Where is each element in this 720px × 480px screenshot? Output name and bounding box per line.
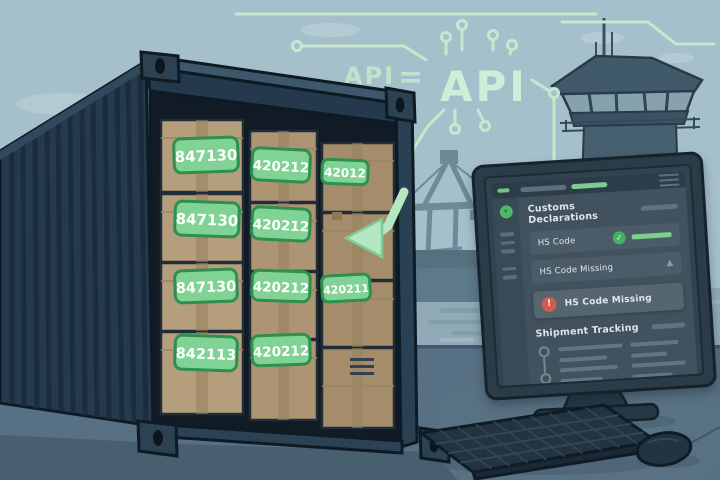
svg-text:420212: 420212 [252, 217, 309, 236]
heading-skeleton-pill [640, 203, 678, 211]
hs-code-label: 42012 [320, 157, 370, 187]
toolbar-accent-dash [497, 188, 510, 193]
customs-app-window: ▾ Customs Declarations HS Code ✓ [490, 171, 698, 386]
hs-code-missing-label: HS Code Missing [539, 262, 614, 277]
corrugation [9, 65, 149, 425]
svg-text:420211: 420211 [323, 282, 370, 297]
svg-text:420212: 420212 [252, 158, 309, 177]
sidebar-skeleton-bar [502, 274, 517, 280]
box-vent-lines [350, 358, 374, 375]
valid-progress-bar [631, 232, 672, 240]
timeline-connector [543, 357, 547, 374]
menu-icon [658, 173, 680, 187]
mouse [635, 426, 720, 467]
hs-code-row-error: ! HS Code Missing [532, 282, 685, 319]
tracking-skeleton-left [558, 341, 624, 383]
ship-reflection [428, 308, 486, 336]
hs-code-row-valid: HS Code ✓ [529, 222, 681, 255]
hs-code-label: 420212 [250, 146, 312, 184]
warning-triangle-icon: ▲ [666, 258, 674, 269]
svg-text:842113: 842113 [175, 346, 236, 364]
svg-text:42012: 42012 [324, 165, 366, 180]
svg-text:847130: 847130 [176, 279, 237, 297]
hs-code-row-label: HS Code [537, 235, 576, 248]
tracking-skeleton-pill [651, 322, 686, 330]
api-circuit-graphic: API = API [234, 12, 716, 194]
svg-text:420212: 420212 [252, 279, 309, 297]
svg-text:847130: 847130 [174, 146, 237, 166]
customs-declarations-heading: Customs Declarations [527, 201, 599, 226]
toolbar-progress-bar [571, 181, 608, 189]
timeline-node-icon [539, 372, 552, 385]
hs-code-label: 847130 [173, 267, 239, 305]
hs-code-label: 420212 [250, 205, 312, 243]
api-arrow [343, 187, 409, 260]
hs-code-missing-error-label: HS Code Missing [564, 292, 653, 309]
error-exclamation-icon: ! [541, 296, 558, 313]
sidebar-skeleton-bar [501, 248, 516, 254]
app-main-panel: Customs Declarations HS Code ✓ HS Code M… [518, 187, 697, 385]
hs-code-row-warning: HS Code Missing ▲ [530, 251, 683, 284]
tracking-section [536, 337, 688, 385]
toolbar-skeleton-bar [520, 184, 567, 192]
sidebar-skeleton-bar [502, 266, 517, 271]
check-icon: ✓ [612, 230, 627, 245]
monitor: ▾ Customs Declarations HS Code ✓ [470, 150, 718, 402]
svg-text:420212: 420212 [253, 343, 310, 361]
hs-code-labels: 847130 420212 42012 847130 420212 847130 [172, 135, 372, 373]
monitor-screen: ▾ Customs Declarations HS Code ✓ [483, 163, 705, 389]
timeline [536, 345, 552, 385]
svg-text:847130: 847130 [175, 210, 238, 230]
status-dot-icon: ▾ [498, 205, 513, 219]
equals-sign: = [398, 60, 423, 95]
hs-code-label: 420212 [250, 332, 312, 368]
sidebar-skeleton-bar [500, 240, 515, 245]
shipment-tracking-heading: Shipment Tracking [535, 322, 640, 340]
hs-code-label: 847130 [173, 199, 241, 239]
hs-code-label: 420212 [250, 268, 312, 304]
api-label-large: API [440, 62, 528, 111]
hs-code-label: 842113 [173, 333, 239, 373]
hs-code-label: 847130 [172, 135, 240, 175]
sidebar-skeleton-bar [500, 231, 515, 237]
tracking-skeleton-right [630, 337, 688, 379]
hs-code-label: 420211 [320, 272, 372, 304]
timeline-node-icon [537, 345, 550, 358]
